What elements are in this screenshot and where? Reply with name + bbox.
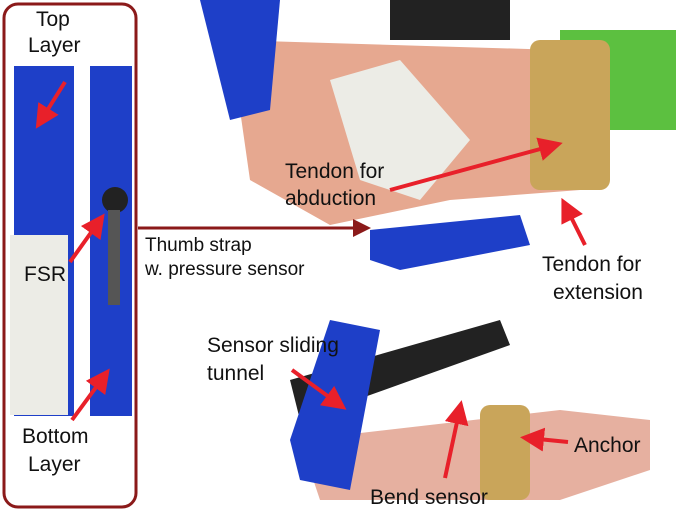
label-sliding-tunnel-1: Sensor sliding	[207, 334, 339, 357]
label-tendon-extension-1: Tendon for	[542, 253, 642, 276]
label-tendon-abduction-2: abduction	[285, 187, 377, 210]
felt-band	[530, 40, 610, 190]
arrow-abduction	[389, 137, 563, 192]
arrow-bend	[443, 400, 469, 479]
white-strap	[330, 60, 470, 200]
arrow-extension	[561, 197, 587, 246]
label-fsr: FSR	[24, 263, 66, 286]
arrow-top-layer	[35, 80, 67, 129]
label-bottom-layer-2: Layer	[28, 453, 81, 476]
arrow-fsr	[68, 213, 105, 264]
frame-black-top	[390, 0, 510, 40]
finger-bottom	[300, 410, 650, 500]
label-anchor: Anchor	[574, 434, 641, 457]
velcro-patch	[10, 235, 68, 415]
fsr-sensor	[102, 187, 128, 213]
annotation-arrows	[35, 80, 587, 479]
arrow-tunnel	[290, 368, 347, 410]
label-bottom-layer-1: Bottom	[22, 425, 89, 448]
label-sliding-tunnel-2: tunnel	[207, 362, 265, 385]
label-tendon-extension-2: extension	[553, 281, 643, 304]
panel-frame	[2, 2, 138, 509]
arrow-bottom-layer	[70, 368, 110, 422]
blue-thumb-strap	[370, 215, 530, 270]
label-bend-sensor: Bend sensor	[370, 486, 488, 509]
label-top-layer-2: Layer	[28, 34, 81, 57]
label-tendon-abduction-1: Tendon for	[285, 160, 385, 183]
blue-strap-top	[200, 0, 280, 120]
arrow-anchor	[520, 427, 569, 452]
label-thumb-strap-1: Thumb strap	[145, 235, 252, 256]
label-thumb-strap-2: w. pressure sensor	[145, 259, 305, 280]
felt-anchor	[480, 405, 530, 500]
label-top-layer-1: Top	[36, 8, 70, 31]
fsr-tail	[108, 210, 120, 305]
